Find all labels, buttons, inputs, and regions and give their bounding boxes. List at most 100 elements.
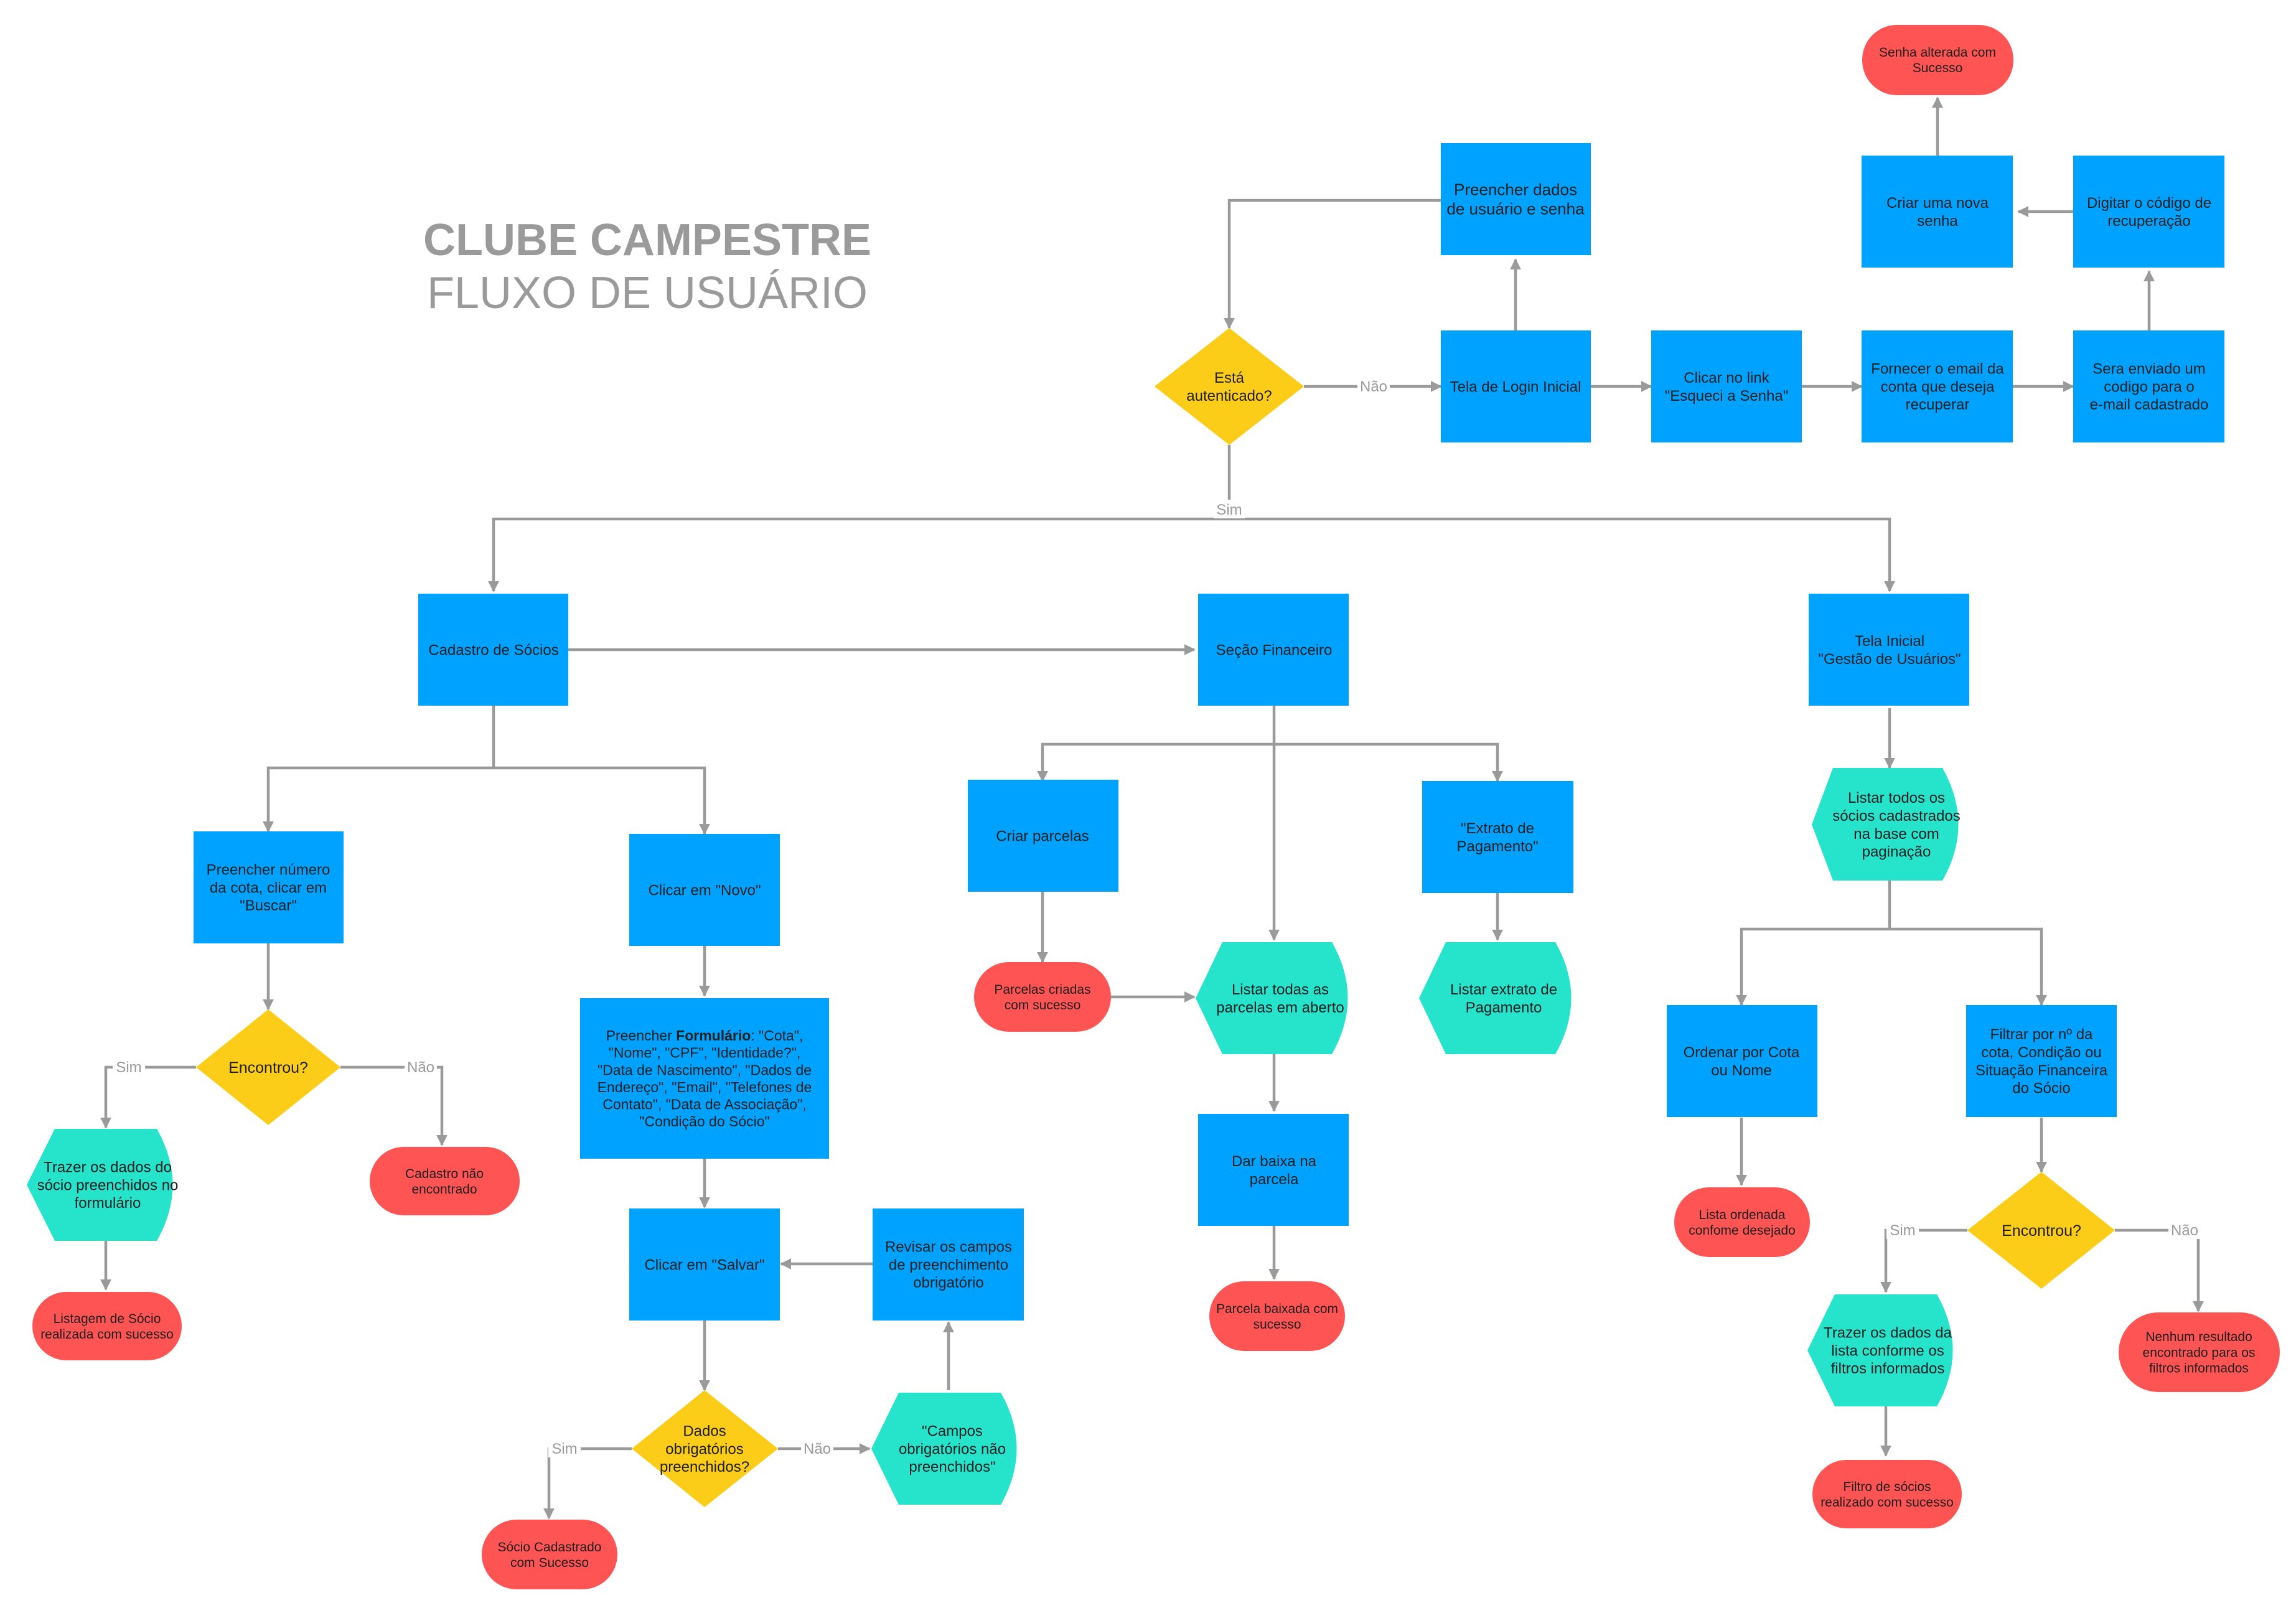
node-lista-ordenada[interactable] [1674, 1187, 1810, 1257]
node-label-line: preenchidos? [660, 1459, 749, 1475]
node-clicar-salvar[interactable] [629, 1208, 780, 1321]
node-label-line: e-mail cadastrado [2090, 396, 2209, 413]
edge-sim-to-tela-inicial [1229, 517, 1895, 592]
node-filtro-socios[interactable] [1812, 1460, 1962, 1528]
node-nenhum-resultado[interactable] [2119, 1312, 2280, 1392]
node-listar-parcelas[interactable] [1196, 942, 1348, 1054]
node-label-line: filtros informados [1831, 1360, 1945, 1377]
node-label-line: "Condição do Sócio" [639, 1113, 769, 1129]
node-label-line: conta que deseja [1881, 378, 1995, 395]
edge-label-nao-encontrou-filtro: Não [2171, 1222, 2198, 1239]
node-listar-socios[interactable] [1812, 768, 1959, 881]
node-criar-parcelas[interactable] [968, 780, 1118, 892]
node-label-line: encontrado [411, 1182, 477, 1197]
node-dar-baixa[interactable] [1198, 1114, 1349, 1226]
node-parcela-baixada[interactable] [1209, 1281, 1345, 1351]
node-label-line: Tela Inicial [1855, 633, 1924, 650]
node-label-line: "Campos [922, 1423, 983, 1440]
node-label-line: Revisar os campos [885, 1239, 1012, 1256]
node-label-line: na base com [1853, 826, 1939, 843]
node-dados-obrigatorios[interactable] [632, 1390, 778, 1507]
node-label-line: Situação Financeira [1975, 1062, 2108, 1079]
node-label-line: Encontrou? [2002, 1222, 2081, 1240]
node-cadastro-socios[interactable] [418, 594, 568, 706]
edge-label-sim-encontrou: Sim [116, 1059, 141, 1076]
node-tela-inicial[interactable] [1809, 594, 1969, 706]
node-encontrou-filtro[interactable] [1967, 1172, 2115, 1289]
node-clicar-link-label: Clicar no link"Esqueci a Senha" [1665, 370, 1789, 404]
node-label-line: Listagem de Sócio [54, 1312, 161, 1326]
node-parcelas-criadas[interactable] [974, 962, 1111, 1032]
node-trazer-lista[interactable] [1807, 1294, 1953, 1406]
node-preencher-formulario[interactable] [580, 998, 829, 1159]
edge-sim-to-cadastro [488, 517, 1229, 592]
node-label-line: Pagamento [1466, 999, 1542, 1016]
node-preencher-formulario-label: Preencher Formulário: "Cota","Nome", "CP… [597, 1027, 812, 1129]
node-trazer-socio[interactable] [27, 1129, 173, 1241]
node-label-line: de preenchimento [889, 1256, 1008, 1273]
node-label-line: sócios cadastrados [1832, 808, 1960, 825]
node-criar-nova-senha[interactable] [1862, 156, 2013, 268]
node-listar-extrato[interactable] [1419, 942, 1572, 1054]
node-ordenar[interactable] [1667, 1005, 1817, 1117]
edge-cadastro-to-cota [263, 766, 494, 833]
node-label-line: Endereço", "Email", "Telefones de [597, 1079, 812, 1095]
node-label-line: com Sucesso [510, 1556, 589, 1570]
node-encontrou-socio-label: Encontrou? [228, 1059, 308, 1077]
node-encontrou-filtro-label: Encontrou? [2002, 1222, 2081, 1240]
node-preencher-cota[interactable] [194, 831, 344, 943]
node-sera-enviado[interactable] [2073, 330, 2224, 442]
node-label-line: paginação [1862, 844, 1931, 861]
node-label-line: da cota, clicar em [210, 879, 327, 896]
node-label-line: Sócio Cadastrado [498, 1540, 602, 1554]
node-tela-login[interactable] [1441, 330, 1591, 442]
node-label-line: Preencher dados [1454, 180, 1577, 199]
node-clicar-novo[interactable] [629, 834, 780, 946]
node-clicar-link[interactable] [1651, 330, 1802, 442]
node-label-line: Preencher Formulário: "Cota", [606, 1027, 804, 1044]
node-label-line: Criar parcelas [996, 828, 1089, 844]
node-label-line: Fornecer o email da [1871, 361, 2004, 378]
node-label-line: codigo para o [2104, 378, 2194, 395]
node-preencher-dados[interactable] [1441, 143, 1591, 255]
node-cadastro-nao-encontrado[interactable] [370, 1147, 520, 1215]
node-label-line: Ordenar por Cota [1684, 1044, 1800, 1061]
node-fornecer-email[interactable] [1862, 330, 2013, 442]
node-label-line: Seção Financeiro [1216, 642, 1333, 658]
node-label-line: Listar extrato de [1450, 981, 1557, 998]
node-cadastro-socios-label: Cadastro de Sócios [428, 642, 558, 658]
edge-cadastro-to-novo [494, 766, 710, 835]
node-secao-financeiro-label: Seção Financeiro [1216, 642, 1333, 658]
node-tela-inicial-label: Tela Inicial"Gestão de Usuários" [1818, 633, 1961, 668]
node-label-line: obrigatórios [665, 1441, 743, 1457]
node-secao-financeiro[interactable] [1198, 594, 1349, 706]
diagram-subtitle: FLUXO DE USUÁRIO [427, 268, 868, 318]
node-encontrou-socio[interactable] [196, 1009, 340, 1125]
node-label-line: Senha alterada com [1879, 45, 1996, 60]
node-listagem-socio[interactable] [32, 1292, 182, 1360]
node-campos-obrigatorios[interactable] [871, 1393, 1017, 1505]
node-label-line: Cadastro de Sócios [428, 642, 558, 658]
node-digitar-codigo[interactable] [2073, 156, 2224, 268]
node-revisar-campos[interactable] [873, 1208, 1024, 1321]
diagram-title: CLUBE CAMPESTRE [423, 215, 871, 265]
node-filtrar[interactable] [1966, 1005, 2117, 1117]
node-label-line: confome desejado [1689, 1223, 1796, 1238]
node-esta-autenticado[interactable] [1155, 328, 1304, 445]
node-label-line: recuperação [2107, 213, 2190, 230]
node-label-line: Sera enviado um [2092, 361, 2205, 378]
node-tela-login-label: Tela de Login Inicial [1450, 378, 1581, 395]
node-extrato-pagamento[interactable] [1422, 781, 1573, 893]
node-senha-alterada[interactable] [1862, 25, 2013, 95]
node-label-line: realizado com sucesso [1820, 1495, 1954, 1510]
node-socio-cadastrado[interactable] [482, 1520, 617, 1589]
edge-encontrou2-nao [2115, 1228, 2204, 1312]
